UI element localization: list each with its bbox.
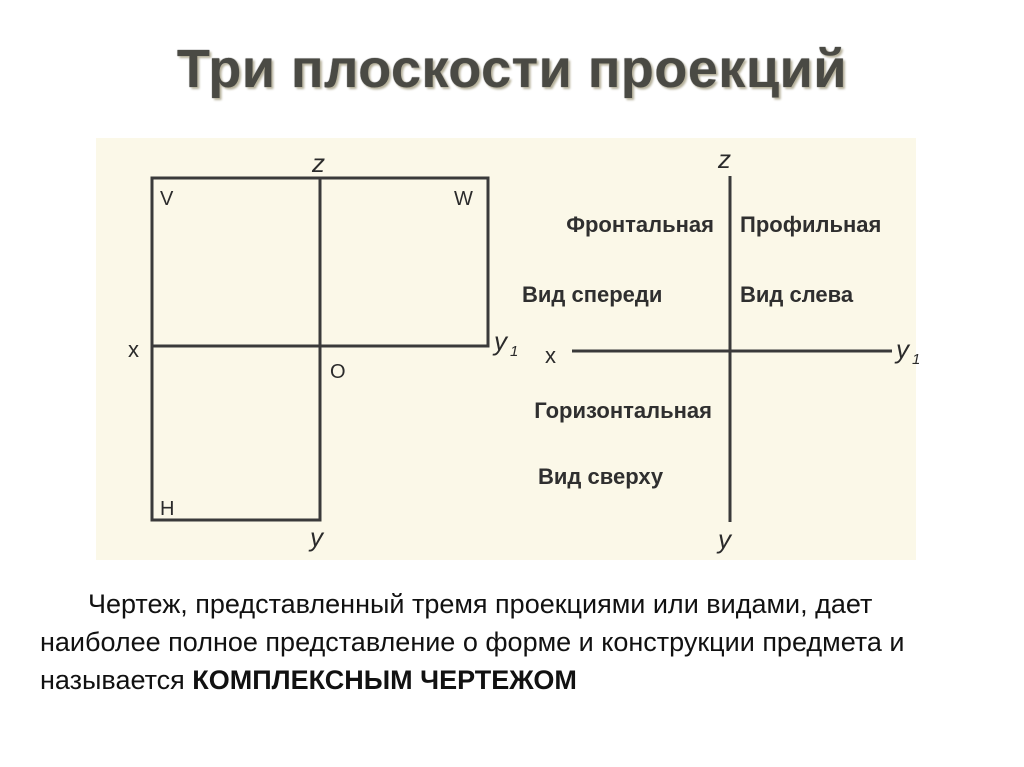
horizontal-plane-label: Горизонтальная bbox=[534, 398, 712, 423]
axis-y1-subscript-right: 1 bbox=[912, 351, 920, 368]
plane-h-frame bbox=[150, 344, 322, 522]
axis-y1-label-right: y bbox=[894, 334, 911, 364]
origin-label: O bbox=[330, 361, 346, 383]
axis-y-label-left: y bbox=[308, 522, 325, 552]
axis-z-label-right: z bbox=[717, 144, 731, 174]
axis-x-label-right: x bbox=[545, 343, 556, 368]
slide-title: Три плоскости проекций bbox=[176, 39, 848, 99]
axis-y1-label-left: y bbox=[492, 326, 509, 356]
plane-h-label: H bbox=[160, 498, 174, 520]
description-text: Чертеж, представленный тремя проекциями … bbox=[40, 589, 905, 695]
top-view-label: Вид сверху bbox=[538, 464, 664, 489]
plane-v-label: V bbox=[160, 188, 174, 210]
axis-y1-subscript-left: 1 bbox=[510, 343, 518, 360]
description-emphasis: КОМПЛЕКСНЫМ ЧЕРТЕЖОМ bbox=[192, 665, 577, 695]
profile-plane-label: Профильная bbox=[740, 212, 881, 237]
diagram-background bbox=[96, 138, 916, 560]
description-paragraph: Чертеж, представленный тремя проекциями … bbox=[40, 585, 990, 699]
front-view-label: Вид спереди bbox=[522, 282, 662, 307]
left-diagram bbox=[150, 176, 490, 522]
plane-w-label: W bbox=[454, 188, 473, 210]
right-diagram bbox=[572, 176, 892, 522]
axis-x-label-left: x bbox=[128, 337, 139, 362]
plane-v-frame bbox=[150, 176, 322, 348]
left-view-label: Вид слева bbox=[740, 282, 854, 307]
frontal-plane-label: Фронтальная bbox=[566, 212, 714, 237]
axis-y-label-right: y bbox=[716, 524, 733, 554]
axis-z-label-left: z bbox=[311, 148, 325, 178]
